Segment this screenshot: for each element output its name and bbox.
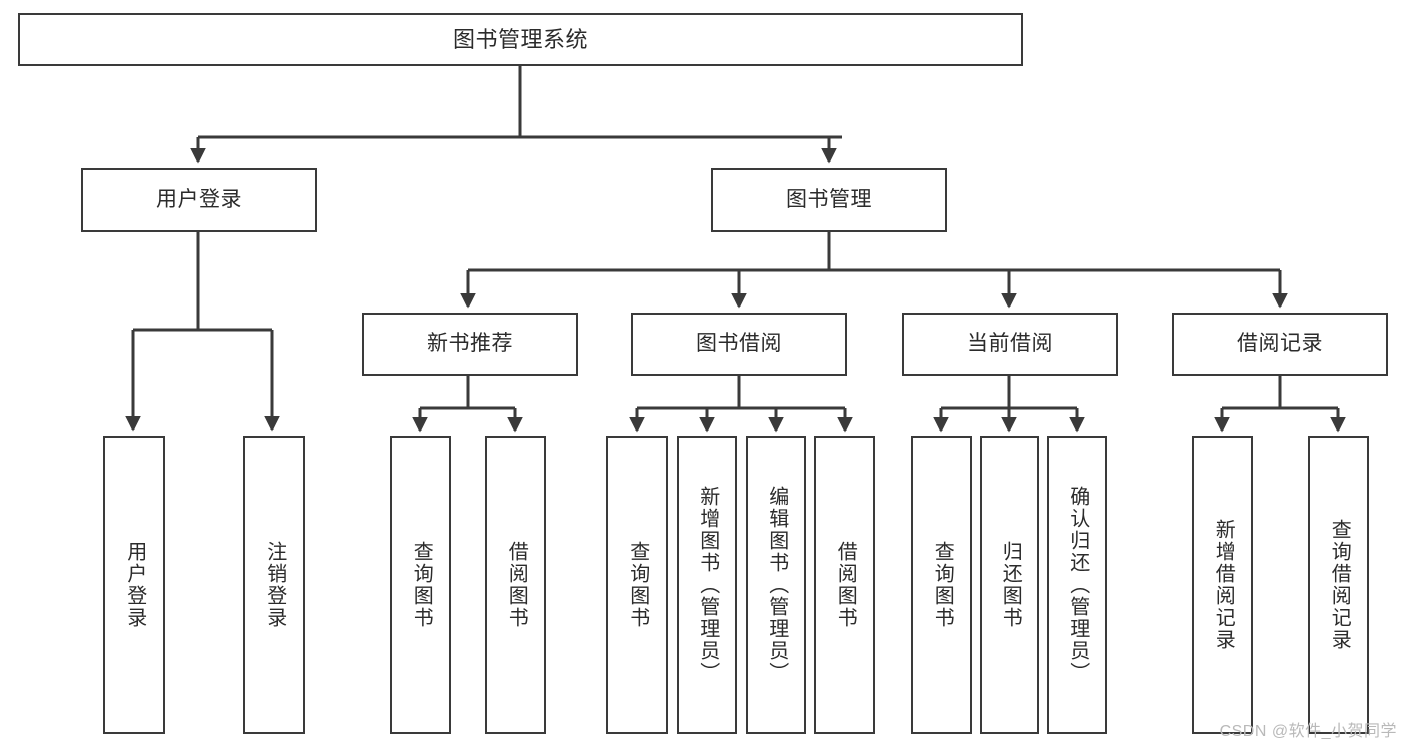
leaf-label: 查询图书 — [626, 541, 649, 629]
leaf-borrow-record-add-record[interactable]: 新增借阅记录 — [1192, 436, 1253, 734]
leaf-borrow-record-query-record[interactable]: 查询借阅记录 — [1308, 436, 1369, 734]
leaf-label: 新增图书（管理员） — [696, 486, 719, 684]
node-root-label: 图书管理系统 — [452, 26, 588, 52]
leaf-user-login-login[interactable]: 用户登录 — [103, 436, 165, 734]
node-user-login-label: 用户登录 — [156, 187, 242, 211]
leaf-current-borrow-query-book[interactable]: 查询图书 — [911, 436, 972, 734]
leaf-book-borrow-borrow-book[interactable]: 借阅图书 — [814, 436, 875, 734]
node-user-login[interactable]: 用户登录 — [81, 168, 317, 232]
leaf-label: 查询图书 — [410, 541, 433, 629]
node-borrow-record-label: 借阅记录 — [1237, 332, 1323, 356]
leaf-user-login-logout[interactable]: 注销登录 — [243, 436, 305, 734]
node-book-management-label: 图书管理 — [786, 187, 872, 211]
node-root[interactable]: 图书管理系统 — [18, 13, 1023, 66]
watermark: CSDN @软件_小贺同学 — [1219, 723, 1397, 740]
node-new-book-recommend[interactable]: 新书推荐 — [362, 313, 578, 376]
leaf-label: 归还图书 — [999, 541, 1022, 629]
node-borrow-record[interactable]: 借阅记录 — [1172, 313, 1388, 376]
node-current-borrow[interactable]: 当前借阅 — [902, 313, 1118, 376]
leaf-label: 用户登录 — [123, 541, 146, 629]
node-book-management[interactable]: 图书管理 — [711, 168, 947, 232]
leaf-label: 注销登录 — [263, 541, 286, 629]
node-current-borrow-label: 当前借阅 — [967, 332, 1053, 356]
leaf-label: 借阅图书 — [505, 541, 528, 629]
leaf-current-borrow-confirm-return-admin[interactable]: 确认归还（管理员） — [1047, 436, 1107, 734]
leaf-label: 查询借阅记录 — [1328, 519, 1351, 651]
leaf-new-book-borrow-book[interactable]: 借阅图书 — [485, 436, 546, 734]
leaf-new-book-query-book[interactable]: 查询图书 — [390, 436, 451, 734]
leaf-current-borrow-return-book[interactable]: 归还图书 — [980, 436, 1039, 734]
leaf-label: 查询图书 — [931, 541, 954, 629]
node-new-book-recommend-label: 新书推荐 — [427, 332, 513, 356]
leaf-label: 编辑图书（管理员） — [765, 486, 788, 684]
node-book-borrow-label: 图书借阅 — [696, 332, 782, 356]
node-book-borrow[interactable]: 图书借阅 — [631, 313, 847, 376]
leaf-label: 新增借阅记录 — [1212, 519, 1235, 651]
leaf-label: 确认归还（管理员） — [1066, 486, 1089, 684]
leaf-book-borrow-edit-book-admin[interactable]: 编辑图书（管理员） — [746, 436, 806, 734]
leaf-label: 借阅图书 — [834, 541, 857, 629]
leaf-book-borrow-query-book[interactable]: 查询图书 — [606, 436, 668, 734]
leaf-book-borrow-add-book-admin[interactable]: 新增图书（管理员） — [677, 436, 737, 734]
